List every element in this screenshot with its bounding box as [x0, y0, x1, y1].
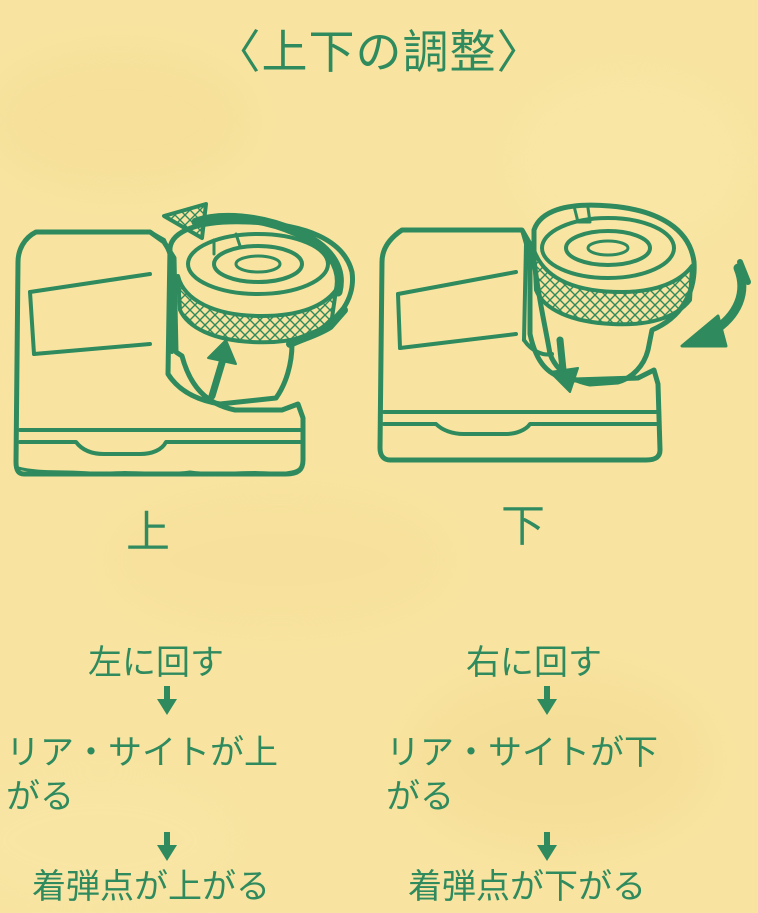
left-step-2-line-2: がる: [6, 777, 74, 817]
right-sight-illustration: [377, 202, 751, 463]
left-step-2-line-1: リア・サイトが上: [6, 733, 278, 773]
right-step-2-line-1: リア・サイトが下: [386, 733, 658, 773]
right-base-body: [377, 227, 663, 463]
left-step-1: 左に回す: [88, 643, 224, 683]
right-step-1: 右に回す: [466, 643, 602, 683]
left-down-arrow-2: [157, 832, 177, 861]
left-base-body: [13, 229, 306, 477]
panel-label-down: 下: [501, 501, 545, 552]
left-down-arrow-1: [157, 686, 177, 715]
panel-label-up: 上: [126, 507, 170, 558]
right-step-3: 着弾点が下がる: [408, 867, 646, 907]
right-down-arrow-1: [537, 686, 557, 715]
left-step-3: 着弾点が上がる: [32, 867, 270, 907]
left-rotation-arrow: [191, 212, 344, 297]
right-knurled-knob: [532, 248, 694, 327]
left-sight-illustration: [13, 202, 355, 477]
left-knurled-knob: [176, 274, 338, 345]
right-down-arrow-2: [537, 832, 557, 861]
right-step-2-line-2: がる: [386, 777, 454, 817]
page-title: 〈上下の調整〉: [214, 25, 544, 79]
left-up-arrow: [208, 352, 228, 400]
